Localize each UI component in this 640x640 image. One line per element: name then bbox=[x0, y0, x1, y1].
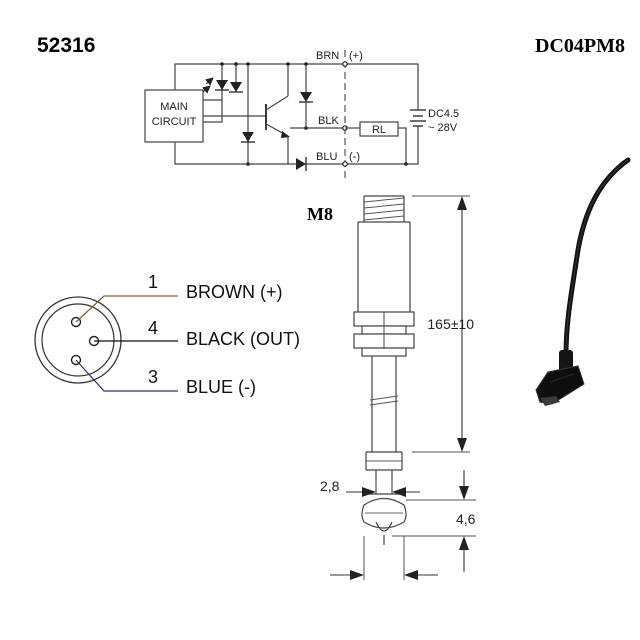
sensor-side-view: M8 165±10 bbox=[307, 195, 476, 580]
head-height-dimension: 4,6 bbox=[456, 511, 476, 527]
pin-1-leader bbox=[75, 295, 178, 323]
model-number: DC04PM8 bbox=[535, 35, 625, 57]
blu-label: BLU bbox=[316, 151, 337, 163]
neck-width-dimension: 2,8 bbox=[320, 478, 340, 494]
connector-pinout: 1 4 3 BROWN (+) BLACK (OUT) BLUE (-) bbox=[34, 272, 300, 397]
bottom-diode-icon bbox=[296, 158, 306, 170]
pin-1-number: 1 bbox=[148, 272, 158, 292]
sensor-photo bbox=[535, 157, 631, 406]
blu-sign: (-) bbox=[349, 151, 360, 163]
main-circuit-box bbox=[144, 89, 204, 143]
main-circuit-label-1: MAIN bbox=[160, 101, 188, 113]
main-circuit-label-2: CIRCUIT bbox=[152, 116, 197, 128]
pin-3-leader bbox=[75, 359, 178, 392]
brn-sign: (+) bbox=[349, 50, 363, 62]
led-emission-icon bbox=[205, 77, 214, 86]
pin-3-label: BLUE (-) bbox=[186, 377, 256, 397]
supply-voltage-1: DC4.5 bbox=[428, 108, 459, 120]
part-number: 52316 bbox=[37, 34, 95, 57]
pin-4-label: BLACK (OUT) bbox=[186, 329, 300, 349]
pin-3-number: 3 bbox=[148, 367, 158, 387]
brn-label: BRN bbox=[316, 50, 339, 62]
pin-1-label: BROWN (+) bbox=[186, 282, 283, 302]
blk-label: BLK bbox=[318, 115, 339, 127]
thread-label: M8 bbox=[307, 204, 333, 224]
cable-icon bbox=[563, 157, 631, 358]
length-dimension: 165±10 bbox=[427, 316, 474, 332]
wiring-schematic: MAIN CIRCUIT bbox=[144, 50, 459, 180]
rail-diode-icon bbox=[242, 132, 254, 142]
connector-face bbox=[34, 296, 122, 384]
thread-icon bbox=[363, 197, 405, 221]
zener-icon bbox=[230, 82, 242, 92]
load-resistor bbox=[359, 121, 399, 137]
load-label: RL bbox=[372, 124, 386, 136]
pin-4-number: 4 bbox=[148, 318, 158, 338]
supply-voltage-2: ~ 28V bbox=[428, 122, 458, 134]
diode-icon bbox=[216, 80, 228, 90]
